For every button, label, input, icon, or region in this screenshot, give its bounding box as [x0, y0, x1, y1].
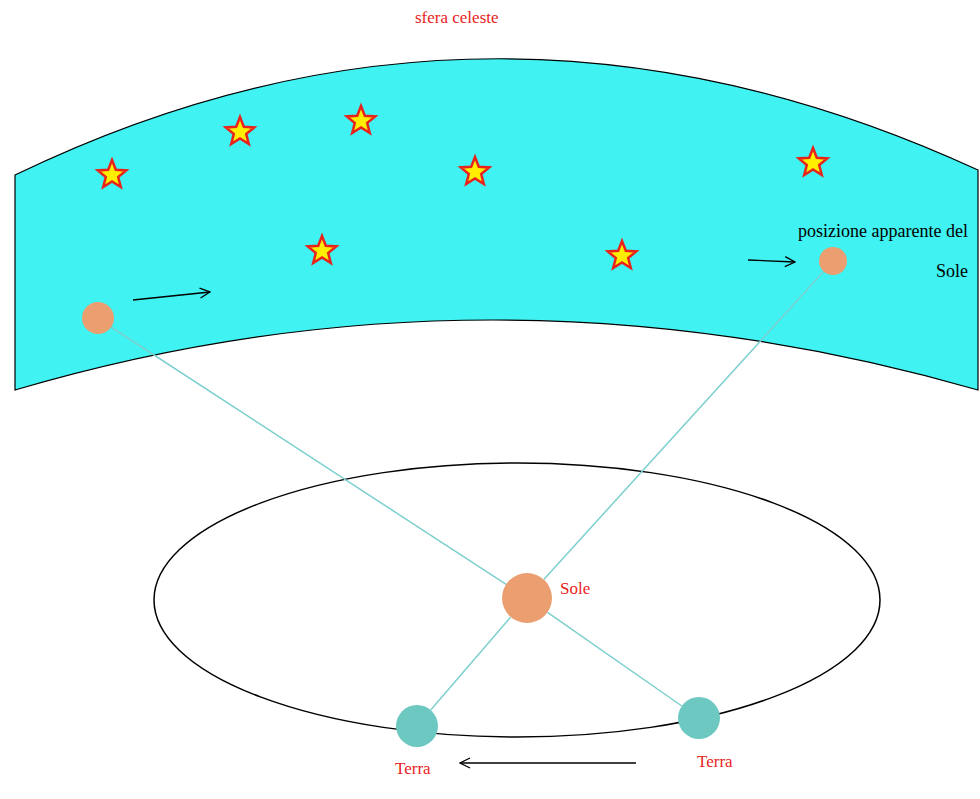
star — [226, 117, 255, 144]
star — [98, 160, 127, 187]
node-label: sfera celeste — [415, 8, 499, 28]
star — [461, 157, 490, 184]
sight-line — [431, 617, 511, 710]
orbit — [154, 463, 880, 737]
sun: Sole — [502, 573, 552, 623]
apparent-sun: posizione apparente del Sole — [819, 247, 847, 275]
apparent-sun — [82, 302, 114, 334]
star — [608, 241, 637, 268]
node-label: Terra — [395, 759, 431, 779]
star — [347, 106, 376, 133]
sight-line — [111, 327, 527, 598]
celestial-sphere-band: sfera celeste posizione apparente del Sol… — [0, 0, 980, 400]
star — [308, 236, 337, 263]
motion-arrow — [748, 260, 795, 262]
sight-line — [548, 612, 682, 706]
orbit-direction-arrow — [460, 762, 636, 763]
node-label: Terra — [697, 752, 733, 772]
earth: Terra — [678, 697, 720, 739]
star — [799, 148, 828, 175]
earth: Terra — [396, 705, 438, 747]
motion-arrow — [133, 292, 210, 300]
node-label: posizione apparente del Sole — [798, 211, 968, 291]
band-outline — [0, 0, 980, 400]
sight-line — [544, 271, 824, 579]
node-label: Sole — [560, 579, 590, 599]
